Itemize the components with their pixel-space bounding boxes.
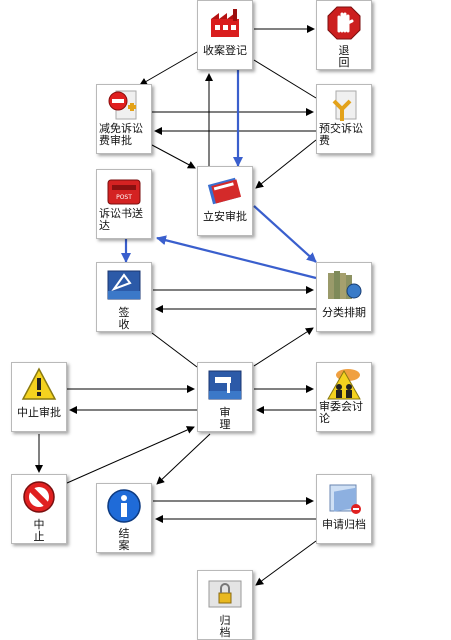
warning-icon (21, 367, 57, 403)
node-label: 退 回 (338, 44, 377, 69)
folder-minus-icon (326, 479, 362, 515)
edge-prepay-filecase (255, 139, 317, 189)
no-entry-icon (21, 479, 57, 515)
edge-suspend-trial (66, 426, 195, 484)
node-label: 中止审批 (17, 406, 61, 419)
node-label: 预交诉讼费 (319, 122, 363, 147)
node-prepay[interactable]: 预交诉讼费 (316, 84, 372, 154)
node-label: 分类排期 (322, 306, 366, 319)
stop-hand-icon (326, 5, 362, 41)
meeting-icon (326, 367, 362, 403)
node-label: 申请归档 (322, 518, 366, 531)
node-waive[interactable]: 减免诉讼费审批 (96, 84, 152, 154)
no-entry-plus-icon (106, 89, 142, 125)
svg-text:POST: POST (116, 194, 132, 201)
node-label: 中 止 (33, 518, 72, 543)
node-sign[interactable]: 签 收 (96, 262, 152, 332)
edge-sign-trial (151, 332, 198, 368)
edge-applyarchive-archive (255, 540, 317, 586)
dollar-person-icon (326, 89, 362, 125)
node-file-case[interactable]: 立安审批 (197, 166, 253, 236)
node-label: 签 收 (118, 306, 157, 331)
node-apply-archive[interactable]: 申请归档 (316, 474, 372, 544)
node-label: 立安审批 (203, 210, 247, 223)
node-serve[interactable]: POST 诉讼书送达 (96, 169, 152, 239)
signature-icon (106, 267, 142, 303)
gavel-icon (207, 367, 243, 403)
factory-icon (207, 5, 243, 41)
info-icon (106, 488, 142, 524)
post-box-icon: POST (106, 174, 142, 210)
node-label: 结 案 (118, 527, 157, 552)
edge-hl-filecase-classify (253, 205, 317, 263)
node-label: 归 档 (219, 614, 258, 639)
node-label: 减免诉讼费审批 (99, 122, 143, 147)
edge-receive-prepay (253, 59, 317, 99)
node-receive[interactable]: 收案登记 (197, 0, 253, 70)
edge-trial-close (156, 433, 211, 485)
books-globe-icon (326, 267, 362, 303)
node-classify[interactable]: 分类排期 (316, 262, 372, 332)
node-committee[interactable]: 审委会讨论 (316, 362, 372, 432)
edge-receive-waive (139, 51, 198, 86)
node-label: 诉讼书送达 (99, 207, 143, 232)
node-label: 收案登记 (203, 44, 247, 57)
edge-trial-classify (253, 327, 314, 367)
node-label: 审委会讨论 (319, 400, 363, 425)
node-trial[interactable]: 审 理 (197, 362, 253, 432)
node-return[interactable]: 退 回 (316, 0, 372, 70)
edge-hl-classify-serve (156, 235, 317, 280)
node-suspend-approve[interactable]: 中止审批 (11, 362, 67, 432)
node-archive[interactable]: 归 档 (197, 570, 253, 640)
node-label: 审 理 (219, 406, 258, 431)
node-close[interactable]: 结 案 (96, 483, 152, 553)
lock-icon (207, 575, 243, 611)
node-suspend[interactable]: 中 止 (11, 474, 67, 544)
folder-icon (207, 171, 243, 207)
edge-waive-filecase (151, 144, 196, 169)
